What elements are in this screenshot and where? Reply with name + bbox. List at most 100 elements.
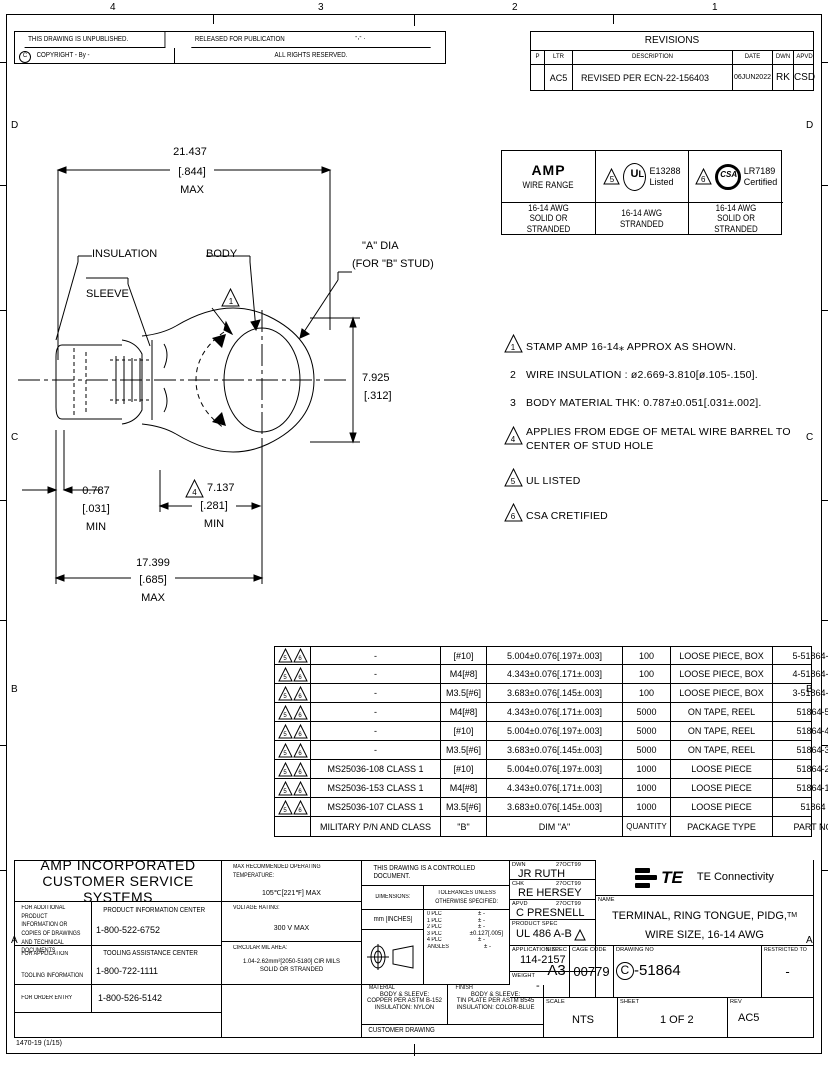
amp-logo: AMP [531, 162, 566, 179]
tolerances-header: TOLERANCES UNLESS OTHERWISE SPECIFIED: [424, 886, 510, 910]
table-row: 5 6 - [#10] 5.004±0.076[.197±.003] 100 L… [274, 646, 828, 665]
note-text-4-line2: CENTER OF STUD HOLE [526, 439, 654, 452]
dim-insul-mm: 0.787 [82, 485, 110, 497]
dim-barrel-inch: [.281] [192, 500, 236, 514]
cell-military: - [311, 722, 441, 740]
cell-dim-a: 4.343±0.076[.171±.003] [487, 703, 623, 721]
tolerances-list: 0 PLC ± - 1 PLC ± - 2 PLC ± - 3 PLC ±0.1… [424, 910, 510, 985]
note-flag-4-drawing-number: 4 [192, 488, 197, 497]
restricted-label: RESTRICTED TO [764, 947, 807, 953]
product-name-line2: WIRE SIZE, 16-14 AWG [645, 929, 764, 942]
amp-spec-cell: 16-14 AWG SOLID OR STRANDED [502, 203, 595, 234]
callout-body: BODY [206, 248, 238, 260]
circular-mil-label: CIRCULAR MIL AREA: [232, 945, 288, 951]
temperature-cell: MAX RECOMMENDED OPERATING TEMPERATURE: 1… [222, 860, 362, 902]
amp-spec-line1: 16-14 AWG [528, 202, 569, 213]
cell-b: [#10] [441, 760, 487, 778]
dimensions-label: DIMENSIONS: [375, 894, 410, 901]
row-flags: 5 6 [275, 798, 311, 816]
cell-b: M4[#8] [441, 779, 487, 797]
row-flag-a: 5 [283, 788, 287, 795]
row-flag-b: 6 [298, 712, 302, 719]
table-row: 5 6 MS25036-108 CLASS 1 [#10] 5.004±0.07… [274, 760, 828, 779]
zone-label-left-c: C [11, 432, 19, 443]
tolerance-value-0: ± - [478, 911, 485, 917]
cell-b: M3.5[#6] [441, 798, 487, 816]
signature-apvd-date: 27OCT99 [556, 901, 581, 907]
signature-chk-role: CHK [512, 881, 525, 887]
note-flag-4-drawing-icon: 4 [185, 479, 204, 498]
cell-package: ON TAPE, REEL [671, 741, 773, 759]
ul-status: Listed [649, 176, 674, 187]
zone-tick-top-c [613, 14, 615, 24]
note-flag-5b-icon: 5 [503, 467, 523, 487]
zone-tick-right-4 [821, 500, 828, 502]
sheet-cell: SHEET 1 OF 2 [618, 998, 728, 1038]
customer-drawing-cell: CUSTOMER DRAWING [362, 1025, 544, 1038]
cell-package: LOOSE PIECE, BOX [671, 647, 773, 664]
csa-logo-cell: 6 CSA LR7189 Certified [689, 151, 783, 203]
note-flag-4: 4 [500, 425, 526, 445]
copyright-text: COPYRIGHT - By - [36, 52, 90, 60]
unpublished-label: THIS DRAWING IS UNPUBLISHED. [24, 32, 166, 48]
csa-code: LR7189 [743, 166, 776, 177]
dim-overall-length: 21.437 [155, 146, 225, 159]
cell-quantity: 100 [623, 665, 671, 683]
note-flag-6-row-icon: 6 [292, 761, 308, 777]
parts-table: 5 6 - [#10] 5.004±0.076[.197±.003] 100 L… [274, 646, 828, 837]
rev-cell: REV AC5 [728, 998, 814, 1038]
note-flag-6-row-icon: 6 [292, 685, 308, 701]
csa-status: Certified [743, 176, 778, 187]
callout-insulation: INSULATION [92, 248, 158, 260]
zone-tick-left-6 [0, 745, 7, 747]
size-value: A3 [547, 962, 566, 979]
rev-cell-description: REVISED PER ECN-22-156403 [573, 65, 733, 91]
cell-b: M4[#8] [441, 703, 487, 721]
first-angle-projection-icon [366, 944, 413, 970]
tolerance-row: 4 PLC ± - [426, 937, 507, 944]
note-flag-1: 1 [500, 333, 526, 353]
row-flag-a: 5 [283, 731, 287, 738]
signature-chk: CHK 27OCT99 RE HERSEY [510, 880, 596, 900]
note-flag-6-row-icon: 6 [292, 666, 308, 682]
released-label: RELEASED FOR PUBLICATION [191, 32, 431, 48]
note-text-5: UL LISTED [526, 474, 581, 487]
scale-value: NTS [572, 1014, 594, 1026]
finish-label: FINISH [455, 985, 473, 991]
rev-cell-p [531, 65, 545, 91]
cell-quantity: 1000 [623, 779, 671, 797]
wire-range-col-amp: AMP WIRE RANGE 16-14 AWG SOLID OR STRAND… [502, 151, 596, 234]
dim-insul-inch: [.031] [74, 503, 118, 517]
zone-tick-left-2 [0, 185, 7, 187]
table-row: 5 6 MS25036-153 CLASS 1 M4[#8] 4.343±0.0… [274, 779, 828, 798]
note-flag-5: 5 [500, 467, 526, 487]
ul-logo-cell: 5 UL E13288 Listed [596, 151, 688, 203]
cell-dim-a: 3.683±0.076[.145±.003] [487, 684, 623, 702]
signature-apvd-name: C PRESNELL [516, 907, 585, 919]
sheet-label: SHEET [620, 999, 640, 1005]
cell-b: M3.5[#6] [441, 684, 487, 702]
row-flag-b: 6 [298, 788, 302, 795]
header-flags [275, 817, 311, 836]
cell-part-no: 3-51864-1 [792, 688, 828, 698]
callout-a-dia-line2: (FOR "B" STUD) [352, 258, 434, 270]
zone-tick-left-7 [0, 870, 7, 872]
notes-list: 1 STAMP AMP 16-14⁎ APPROX AS SHOWN. 2 WI… [500, 333, 820, 537]
contact-label-0-text: FOR ADDITIONAL PRODUCT INFORMATION OR CO… [21, 905, 81, 955]
tolerance-row: 1 PLC ± - [426, 918, 507, 925]
zone-tick-top-b [414, 14, 416, 26]
tolerance-row: 2 PLC ± - [426, 924, 507, 931]
note-flag-4-number: 4 [510, 434, 516, 444]
cell-military: - [311, 741, 441, 759]
company-line1: AMP INCORPORATED [40, 857, 196, 873]
ring-terminal-drawing [18, 166, 360, 584]
product-name-tm: TM [786, 912, 798, 920]
cell-dim-a: 5.004±0.076[.197±.003] [487, 760, 623, 778]
ul-spec-cell: 16-14 AWG STRANDED [596, 203, 688, 234]
header-quantity: QUANTITY [623, 817, 671, 836]
contact-label-1: FOR APPLICATION TOOLING INFORMATION [14, 946, 92, 985]
cell-military: MS25036-108 CLASS 1 [311, 760, 441, 778]
material-line1: BODY & SLEEVE: [379, 991, 430, 998]
csa-spec-line1: 16-14 AWG [715, 202, 757, 213]
